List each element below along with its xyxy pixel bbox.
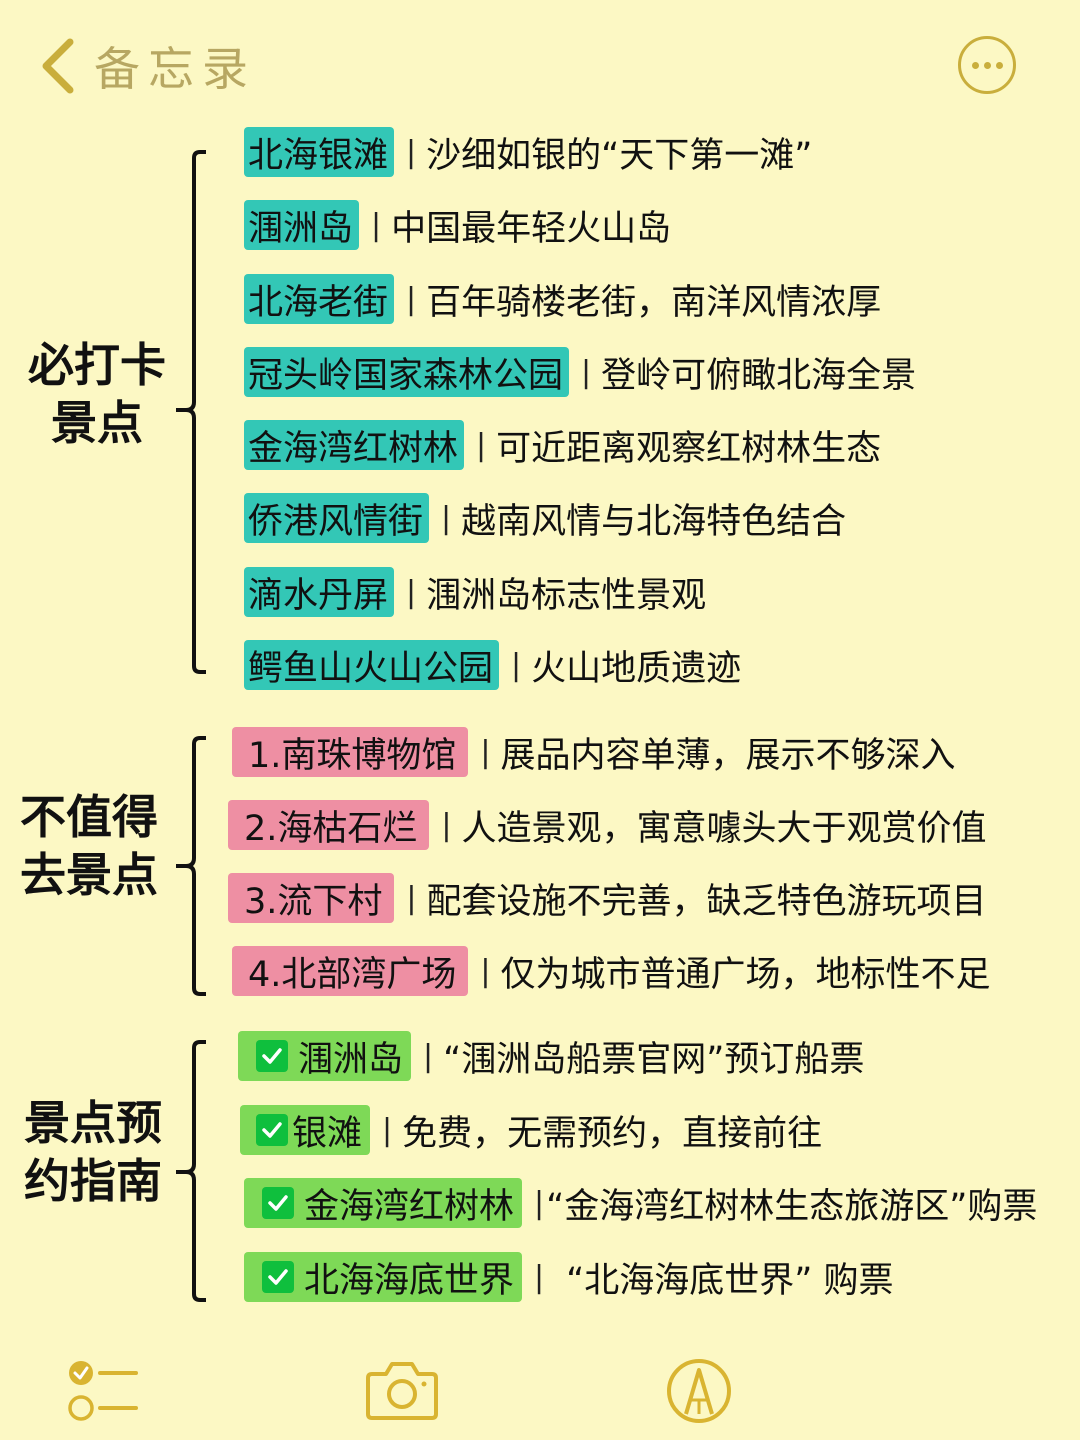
checkmark-icon [256, 1040, 288, 1072]
item-description: 火山地质遗迹 [531, 648, 742, 689]
list-item[interactable]: 涠洲岛 | 中国最年轻火山岛 [244, 199, 671, 251]
pen-markup-icon [667, 1359, 731, 1423]
tag-label: 4.北部湾广场 [232, 946, 469, 996]
list-item[interactable]: 银滩 | 免费，无需预约，直接前往 [240, 1104, 822, 1156]
list-item[interactable]: 1.南珠博物馆 | 展品内容单薄，展示不够深入 [232, 726, 956, 778]
camera-button[interactable] [364, 1358, 440, 1426]
tag-label: 金海湾红树林 [244, 420, 465, 470]
item-description: 展品内容单薄，展示不够深入 [500, 735, 956, 776]
item-description: “金海湾红树林生态旅游区”购票 [546, 1186, 1038, 1227]
checklist-icon [68, 1361, 138, 1421]
item-description: “北海海底世界” 购票 [566, 1260, 894, 1301]
section-title-booking-guide: 景点预 约指南 [24, 1096, 162, 1208]
tag-label: 1.南珠博物馆 [232, 727, 469, 777]
list-item[interactable]: 鳄鱼山火山公园 | 火山地质遗迹 [244, 639, 741, 691]
tag-label: 滴水丹屏 [244, 567, 395, 617]
item-description: 仅为城市普通广场，地标性不足 [500, 954, 991, 995]
tag-label: 银滩 [240, 1105, 371, 1155]
tag-label: 冠头岭国家森林公园 [244, 347, 570, 397]
list-item[interactable]: 北海老街 | 百年骑楼老街，南洋风情浓厚 [244, 273, 881, 325]
tag-label: 鳄鱼山火山公园 [244, 640, 500, 690]
item-description: 涠洲岛标志性景观 [426, 575, 707, 616]
tag-label: 3.流下村 [228, 873, 395, 923]
list-item[interactable]: 滴水丹屏 | 涠洲岛标志性景观 [244, 566, 706, 618]
item-description: 中国最年轻火山岛 [391, 208, 672, 249]
back-label: 备忘录 [94, 42, 256, 96]
checkmark-icon [262, 1187, 294, 1219]
tag-label: 涠洲岛 [238, 1031, 412, 1081]
tag-label: 涠洲岛 [244, 200, 360, 250]
markup-button[interactable] [664, 1356, 734, 1430]
item-description: 登岭可俯瞰北海全景 [601, 355, 917, 396]
chevron-left-icon [42, 38, 74, 94]
item-description: 人造景观，寓意噱头大于观赏价值 [461, 808, 987, 849]
item-description: 百年骑楼老街，南洋风情浓厚 [426, 282, 882, 323]
list-item[interactable]: 北海海底世界 | “北海海底世界” 购票 [244, 1251, 894, 1303]
list-item[interactable]: 金海湾红树林 | “金海湾红树林生态旅游区”购票 [244, 1177, 1037, 1229]
item-description: “涠洲岛船票官网”预订船票 [443, 1039, 865, 1080]
top-bar: 备忘录 [0, 0, 1080, 120]
bracket-not-worth [176, 736, 206, 996]
checkmark-icon [256, 1114, 288, 1146]
bottom-toolbar [0, 1340, 1080, 1440]
tag-label: 北海老街 [244, 274, 395, 324]
list-item[interactable]: 冠头岭国家森林公园 | 登岭可俯瞰北海全景 [244, 346, 916, 398]
bracket-booking-guide [176, 1040, 206, 1302]
ellipsis-icon [971, 61, 979, 69]
tag-label: 2.海枯石烂 [228, 800, 430, 850]
list-item[interactable]: 侨港风情街 | 越南风情与北海特色结合 [244, 492, 846, 544]
list-item[interactable]: 3.流下村 | 配套设施不完善，缺乏特色游玩项目 [228, 872, 987, 924]
list-item[interactable]: 涠洲岛 | “涠洲岛船票官网”预订船票 [238, 1030, 864, 1082]
camera-icon [366, 1362, 438, 1420]
back-button[interactable]: 备忘录 [36, 34, 276, 98]
list-item[interactable]: 2.海枯石烂 | 人造景观，寓意噱头大于观赏价值 [228, 799, 987, 851]
item-description: 配套设施不完善，缺乏特色游玩项目 [426, 881, 987, 922]
tag-label: 北海银滩 [244, 127, 395, 177]
bracket-must-visit [176, 150, 206, 674]
item-description: 越南风情与北海特色结合 [461, 501, 847, 542]
tag-label: 侨港风情街 [244, 493, 430, 543]
list-item[interactable]: 北海银滩 | 沙细如银的“天下第一滩” [244, 126, 812, 178]
list-item[interactable]: 4.北部湾广场 | 仅为城市普通广场，地标性不足 [232, 945, 991, 997]
more-button[interactable] [958, 36, 1016, 94]
checklist-button[interactable] [66, 1356, 140, 1430]
item-description: 沙细如银的“天下第一滩” [426, 135, 813, 176]
tag-label: 北海海底世界 [244, 1252, 523, 1302]
item-description: 可近距离观察红树林生态 [496, 428, 882, 469]
section-title-must-visit: 必打卡 景点 [28, 338, 166, 450]
list-item[interactable]: 金海湾红树林 | 可近距离观察红树林生态 [244, 419, 881, 471]
checkmark-icon [262, 1261, 294, 1293]
item-description: 免费，无需预约，直接前往 [402, 1113, 823, 1154]
section-title-not-worth: 不值得 去景点 [20, 790, 158, 902]
tag-label: 金海湾红树林 [244, 1178, 523, 1228]
